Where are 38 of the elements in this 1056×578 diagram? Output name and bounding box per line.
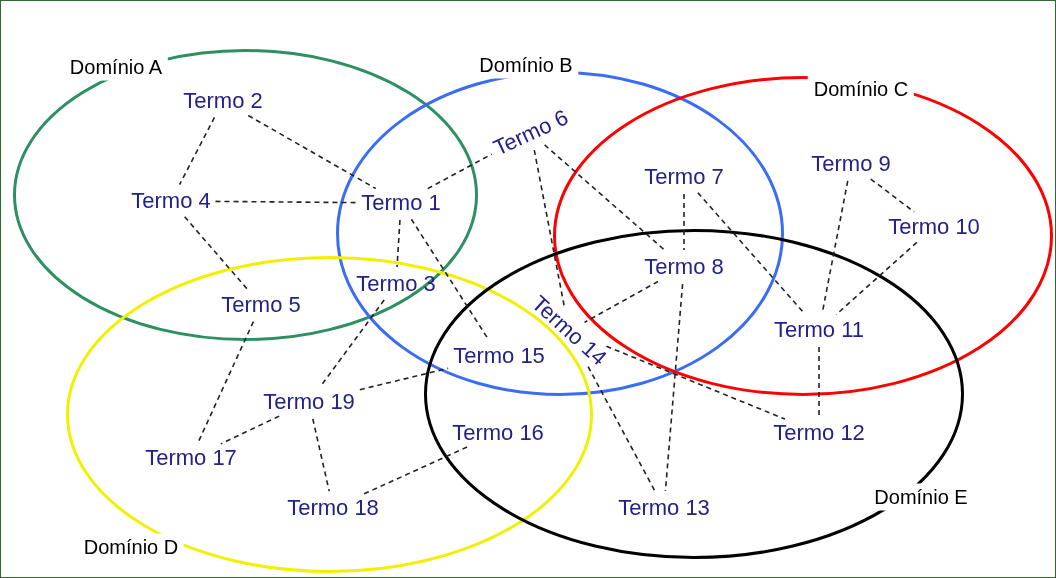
connector-line bbox=[426, 153, 493, 190]
term-label: Termo 8 bbox=[644, 254, 724, 280]
connector-line bbox=[214, 200, 358, 204]
connector-line bbox=[183, 216, 249, 291]
connector-line bbox=[178, 116, 216, 186]
connector-line bbox=[818, 346, 820, 417]
term-label: Termo 1 bbox=[361, 190, 441, 216]
connector-line bbox=[247, 114, 377, 190]
connector-line bbox=[363, 446, 468, 495]
term-label: Termo 12 bbox=[773, 420, 865, 446]
connector-line bbox=[359, 367, 449, 391]
connector-line bbox=[220, 415, 280, 445]
term-label: Termo 11 bbox=[773, 317, 865, 343]
term-label: Termo 4 bbox=[131, 188, 211, 214]
term-label: Termo 9 bbox=[811, 151, 891, 177]
term-label: Termo 19 bbox=[263, 389, 355, 415]
term-label: Termo 5 bbox=[221, 292, 301, 318]
term-label: Termo 18 bbox=[287, 495, 379, 521]
term-label: Termo 17 bbox=[145, 445, 237, 471]
term-label: Termo 2 bbox=[183, 88, 263, 114]
connector-line bbox=[312, 418, 330, 492]
connector-line bbox=[583, 280, 659, 324]
connector-line bbox=[320, 299, 385, 387]
connector-line bbox=[533, 149, 566, 308]
connector-line bbox=[396, 219, 401, 268]
connector-line bbox=[605, 345, 786, 420]
connector-line bbox=[587, 365, 656, 493]
term-label: Termo 7 bbox=[644, 164, 724, 190]
term-label: Termo 16 bbox=[452, 420, 544, 446]
term-label: Termo 13 bbox=[618, 495, 710, 521]
connector-line bbox=[197, 320, 255, 443]
term-label: Termo 15 bbox=[453, 343, 545, 369]
term-label: Termo 6 bbox=[489, 105, 573, 161]
connector-line bbox=[835, 241, 918, 316]
connector-line bbox=[870, 178, 915, 213]
connector-line bbox=[664, 283, 684, 492]
connector-line bbox=[683, 193, 685, 251]
term-label: Termo 10 bbox=[888, 214, 980, 240]
